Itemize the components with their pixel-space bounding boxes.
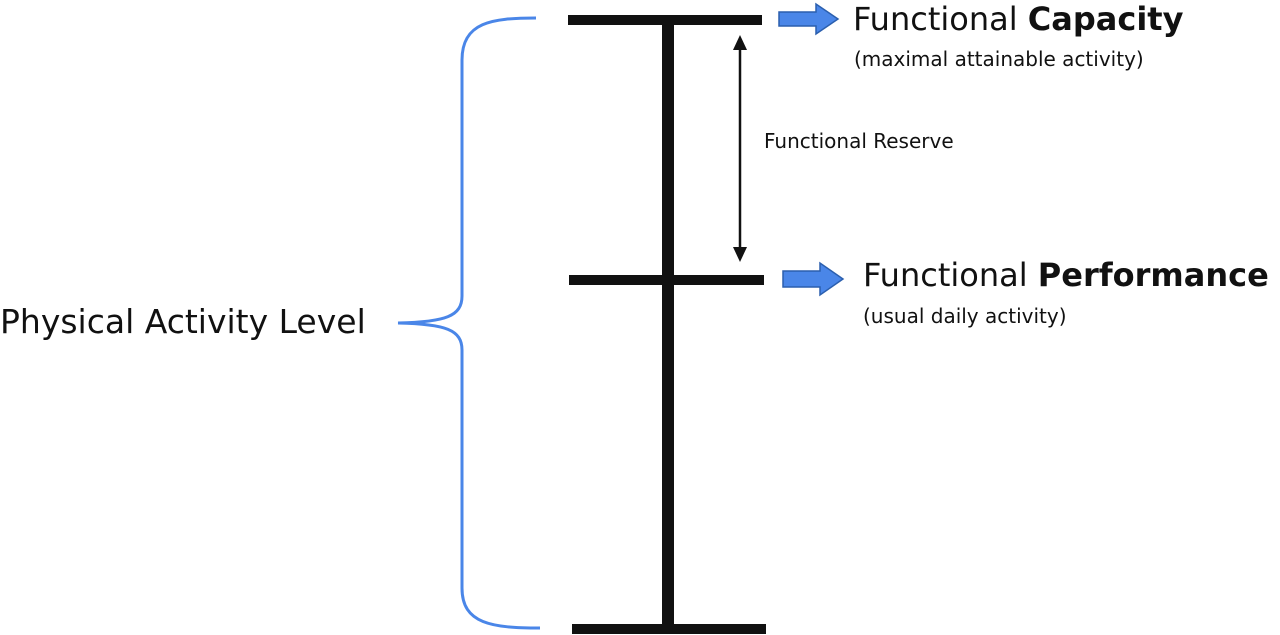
physical-activity-brace [397,16,541,630]
capacity-title-emphasis: Capacity [1027,0,1184,38]
performance-title: Functional Performance [863,259,1269,291]
performance-pointer-icon [782,261,845,297]
physical-activity-level-label: Physical Activity Level [0,302,366,341]
capacity-title-prefix: Functional [853,0,1028,38]
capacity-pointer-icon [778,2,840,36]
performance-title-emphasis: Performance [1037,256,1269,294]
performance-title-prefix: Functional [863,256,1038,294]
performance-note: (usual daily activity) [863,304,1067,328]
capacity-note: (maximal attainable activity) [854,47,1144,71]
functional-reserve-label: Functional Reserve [764,129,954,153]
functional-reserve-arrow [733,35,747,262]
capacity-title: Functional Capacity [853,3,1183,35]
